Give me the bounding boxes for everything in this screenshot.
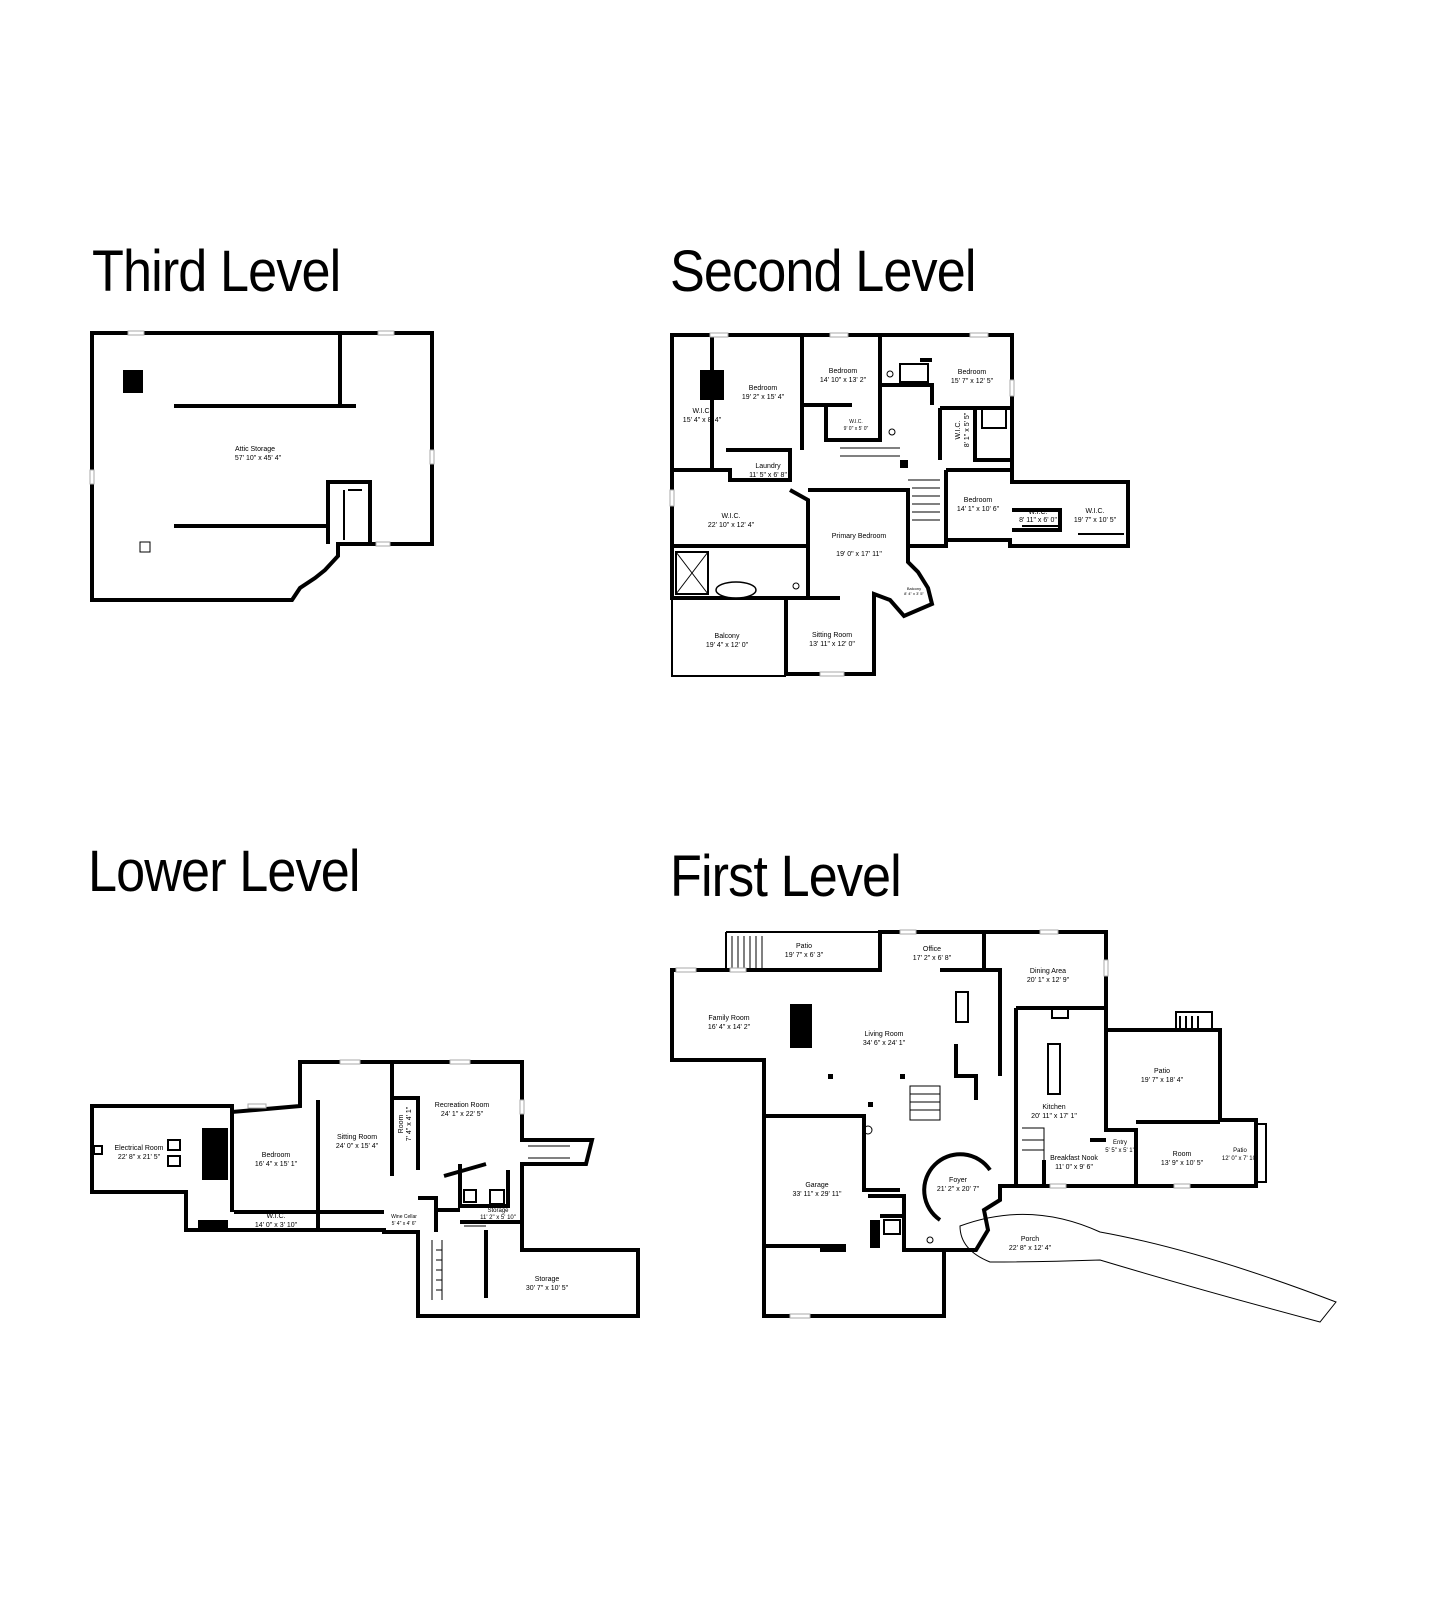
room-dims: 14' 10" x 13' 2" <box>820 377 867 384</box>
room-dims: 57' 10" x 45' 4" <box>235 455 282 462</box>
second-level-plan: W.I.C. 15' 4" x 8' 4" Bedroom 19' 2" x 1… <box>669 332 1130 677</box>
room-label: Sitting Room <box>812 632 852 639</box>
room-dims: 19' 7" x 18' 4" <box>1141 1077 1184 1084</box>
room-label: Breakfast Nook <box>1050 1155 1098 1162</box>
room-label: Storage <box>487 1208 509 1214</box>
first-level-title: First Level <box>670 844 902 909</box>
room-label: W.I.C. <box>692 408 711 415</box>
room-label: Balcony <box>907 586 921 591</box>
room-label: Dining Area <box>1030 968 1066 975</box>
room-dims: 5' 5" x 5' 1" <box>1105 1148 1135 1154</box>
room-label: Bedroom <box>958 369 987 376</box>
room-dims: 9' 0" x 5' 0" <box>844 426 869 432</box>
room-label: W.I.C. <box>266 1213 285 1220</box>
room-label: Balcony <box>715 633 740 640</box>
room-label: Entry <box>1113 1140 1127 1146</box>
room-label: Laundry <box>755 463 781 470</box>
room-label: Primary Bedroom <box>832 533 887 540</box>
room-dims: 22' 10" x 12' 4" <box>708 522 755 529</box>
room-dims: 33' 11" x 29' 11" <box>792 1191 842 1198</box>
room-label: Family Room <box>708 1015 749 1022</box>
room-dims: 8' 1" x 5' 5" <box>964 412 971 447</box>
room-dims: 20' 11" x 17' 1" <box>1031 1113 1077 1120</box>
room-label: Patio <box>1233 1148 1247 1154</box>
room-label: Office <box>923 946 941 953</box>
room-label: Foyer <box>949 1177 968 1184</box>
room-dims: 11' 5" x 6' 8" <box>749 472 787 479</box>
room-label: Porch <box>1021 1236 1039 1243</box>
room-dims: 8' 4" x 3' 5" <box>904 591 924 596</box>
room-dims: 19' 0" x 17' 11" <box>836 551 882 558</box>
room-label: Room <box>398 1115 405 1134</box>
room-label: Bedroom <box>829 368 858 375</box>
room-label: Kitchen <box>1042 1104 1065 1111</box>
room-dims: 34' 6" x 24' 1" <box>863 1040 906 1047</box>
room-dims: 14' 1" x 10' 6" <box>957 506 1000 513</box>
room-dims: 13' 9" x 10' 5" <box>1161 1160 1204 1167</box>
room-dims: 14' 0" x 3' 10" <box>255 1222 298 1229</box>
room-label: W.I.C. <box>955 420 962 439</box>
room-label: Patio <box>796 943 812 950</box>
room-dims: 24' 1" x 22' 5" <box>441 1111 484 1118</box>
room-dims: 20' 1" x 12' 9" <box>1027 977 1070 984</box>
room-dims: 15' 7" x 12' 5" <box>951 378 994 385</box>
room-label: Electrical Room <box>114 1145 163 1152</box>
second-level-title: Second Level <box>670 239 976 304</box>
room-label: Living Room <box>865 1031 904 1038</box>
room-dims: 21' 2" x 20' 7" <box>937 1186 980 1193</box>
room-dims: 19' 7" x 10' 5" <box>1074 517 1117 524</box>
third-level-plan: Attic Storage 57' 10" x 45' 4" <box>89 330 435 602</box>
first-level-plan: Patio 19' 7" x 6' 3" Office 17' 2" x 6' … <box>670 929 1337 1323</box>
room-dims: 30' 7" x 10' 5" <box>526 1285 569 1292</box>
room-dims: 19' 7" x 6' 3" <box>785 952 824 959</box>
room-label: Garage <box>805 1182 828 1189</box>
room-label: Sitting Room <box>337 1134 377 1141</box>
room-label: Storage <box>535 1276 560 1283</box>
room-dims: 24' 0" x 15' 4" <box>336 1143 379 1150</box>
room-dims: 11' 0" x 9' 6" <box>1055 1164 1093 1171</box>
room-label: Bedroom <box>749 385 778 392</box>
room-label: W.I.C. <box>1028 509 1047 516</box>
room-dims: 19' 2" x 15' 4" <box>742 394 785 401</box>
room-label: Wine Cellar <box>391 1214 417 1220</box>
room-dims: 11' 2" x 5' 10" <box>480 1215 516 1221</box>
room-dims: 19' 4" x 12' 0" <box>706 642 749 649</box>
room-dims: 12' 0" x 7' 10" <box>1222 1156 1258 1162</box>
room-dims: 16' 4" x 15' 1" <box>255 1161 298 1168</box>
room-label: W.I.C. <box>1085 508 1104 515</box>
third-level-title: Third Level <box>92 239 341 304</box>
room-label: Patio <box>1154 1068 1170 1075</box>
lower-level-plan: Electrical Room 22' 8" x 21' 5" Bedroom … <box>90 1059 640 1318</box>
room-label: Recreation Room <box>435 1102 490 1109</box>
room-dims: 13' 11" x 12' 0" <box>809 641 855 648</box>
room-dims: 8' 11" x 6' 0" <box>1019 517 1057 524</box>
lower-level-title: Lower Level <box>88 839 360 904</box>
room-dims: 22' 8" x 21' 5" <box>118 1154 161 1161</box>
room-label: Attic Storage <box>235 446 275 453</box>
room-label: W.I.C. <box>721 513 740 520</box>
room-dims: 17' 2" x 6' 8" <box>913 955 952 962</box>
room-label: Bedroom <box>262 1152 291 1159</box>
room-dims: 22' 8" x 12' 4" <box>1009 1245 1052 1252</box>
room-dims: 15' 4" x 8' 4" <box>683 417 722 424</box>
room-dims: 16' 4" x 14' 2" <box>708 1024 751 1031</box>
room-label: Bedroom <box>964 497 993 504</box>
room-label: W.I.C. <box>849 419 863 425</box>
room-label: Room <box>1173 1151 1192 1158</box>
room-dims: 5' 4" x 4' 6" <box>392 1221 417 1227</box>
room-dims: 7' 4" x 4' 1" <box>406 1106 413 1141</box>
